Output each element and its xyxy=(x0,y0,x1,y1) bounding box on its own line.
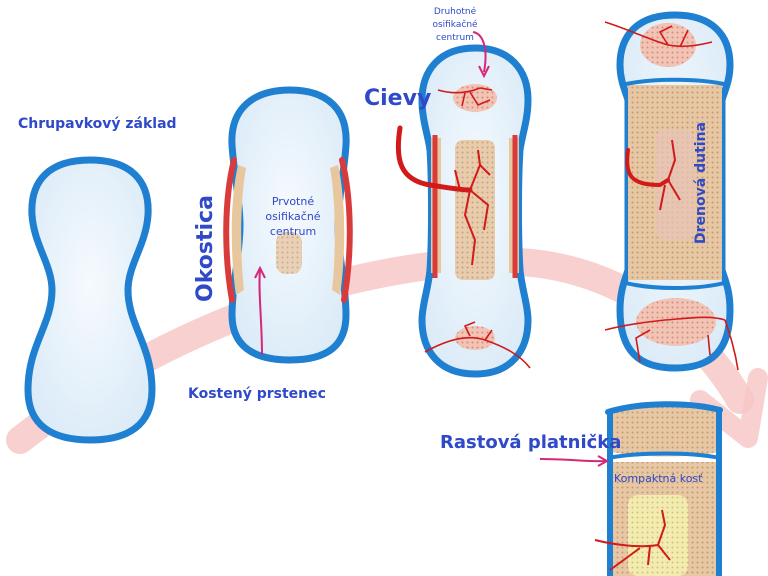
label-bone-collar: Kostený prstenec xyxy=(188,386,326,402)
label-periosteum: Okostica xyxy=(193,195,218,302)
label-primary-center-line-1: Prvotné xyxy=(254,194,332,209)
label-primary-center: Prvotné osifikačné centrum xyxy=(254,194,332,239)
label-growth-plate: Rastová platnička xyxy=(440,432,621,453)
label-cartilage-base: Chrupavkový základ xyxy=(18,116,177,132)
label-compact-bone: Kompaktná kosť xyxy=(614,472,702,485)
label-marrow-cavity: Drenová dutina xyxy=(693,122,709,244)
stage-marrow-cavity xyxy=(605,15,738,370)
label-secondary-center-line-3: centrum xyxy=(424,32,486,45)
label-secondary-center-line-1: Druhotné xyxy=(424,6,486,19)
stage-cartilage-model xyxy=(28,160,152,440)
label-secondary-center: Druhotné osifikačné centrum xyxy=(424,6,486,45)
label-vessels: Cievy xyxy=(364,86,431,111)
label-secondary-center-line-2: osifikačné xyxy=(424,19,486,32)
label-primary-center-line-2: osifikačné xyxy=(254,209,332,224)
label-primary-center-line-3: centrum xyxy=(254,224,332,239)
stage-growth-plate xyxy=(595,404,720,576)
